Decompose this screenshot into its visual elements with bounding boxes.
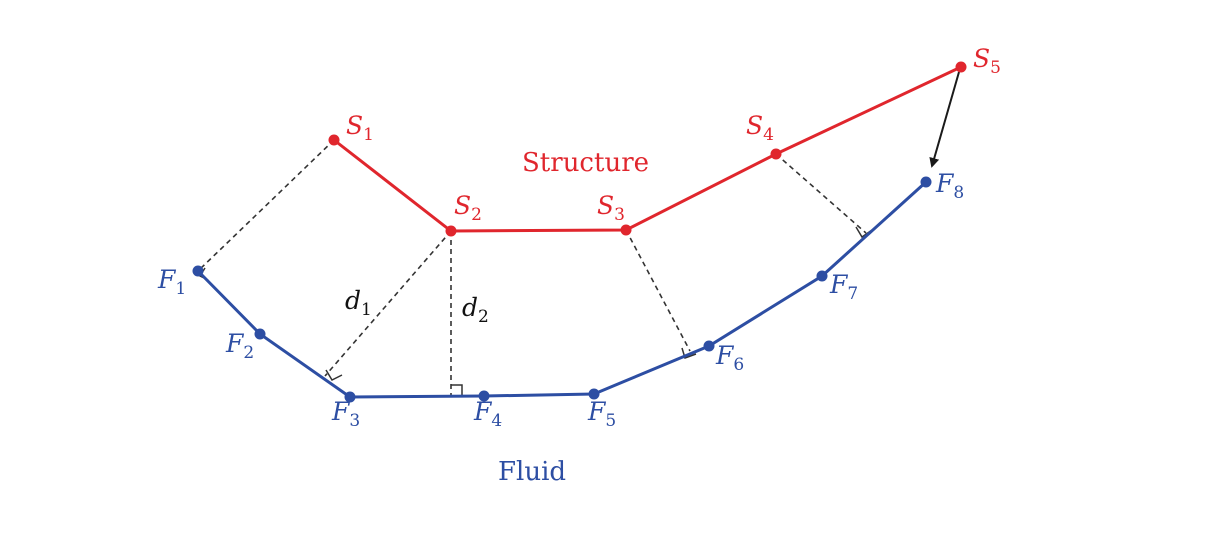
- structure-node-s1: [328, 134, 340, 146]
- structure-node-s5: [955, 61, 967, 73]
- label-f4: F4: [473, 397, 502, 431]
- projection-s2-f23-d1: [324, 230, 452, 377]
- fluid-node-f7: [816, 270, 828, 282]
- label-s2: S2: [454, 191, 482, 225]
- arrow-s5-to-f8: [929, 71, 960, 168]
- fluid-node-f6: [703, 340, 715, 352]
- label-f1: F1: [157, 265, 186, 299]
- fluid-nodes: [192, 176, 932, 403]
- structure-node-s2: [445, 225, 457, 237]
- projection-s4-f78: [775, 153, 867, 234]
- label-s4: S4: [746, 111, 774, 145]
- projection-s1-f1: [197, 139, 335, 272]
- label-s1: S1: [346, 111, 374, 145]
- label-f6: F6: [715, 341, 744, 375]
- label-s5: S5: [973, 44, 1001, 78]
- fluid-node-f5: [588, 388, 600, 400]
- fluid-caption: Fluid: [498, 457, 566, 487]
- structure-node-s3: [620, 224, 632, 236]
- fluid-node-f3: [344, 391, 356, 403]
- label-f5: F5: [587, 397, 616, 431]
- right-angle-markers: [198, 226, 873, 396]
- label-f7: F7: [829, 270, 858, 304]
- right-angle-marker-d2: [451, 384, 463, 396]
- structure-nodes: [328, 61, 967, 237]
- right-angle-marker-f6: [681, 347, 697, 359]
- right-angle-marker-d1: [325, 369, 343, 381]
- structure-node-s4: [770, 148, 782, 160]
- projection-s3-f56: [625, 229, 691, 352]
- label-s3: S3: [597, 191, 625, 225]
- label-f2: F2: [225, 329, 254, 363]
- label-f8: F8: [935, 169, 964, 203]
- fluid-line: [196, 180, 928, 399]
- fluid-node-f1: [192, 265, 204, 277]
- structure-caption: Structure: [522, 148, 649, 178]
- fluid-node-f2: [254, 328, 266, 340]
- label-d2: d2: [462, 293, 489, 327]
- projection-lines: [197, 139, 867, 396]
- label-f3: F3: [331, 397, 360, 431]
- fluid-node-f8: [920, 176, 932, 188]
- fluid-node-f4: [478, 390, 490, 402]
- label-d1: d1: [345, 286, 372, 320]
